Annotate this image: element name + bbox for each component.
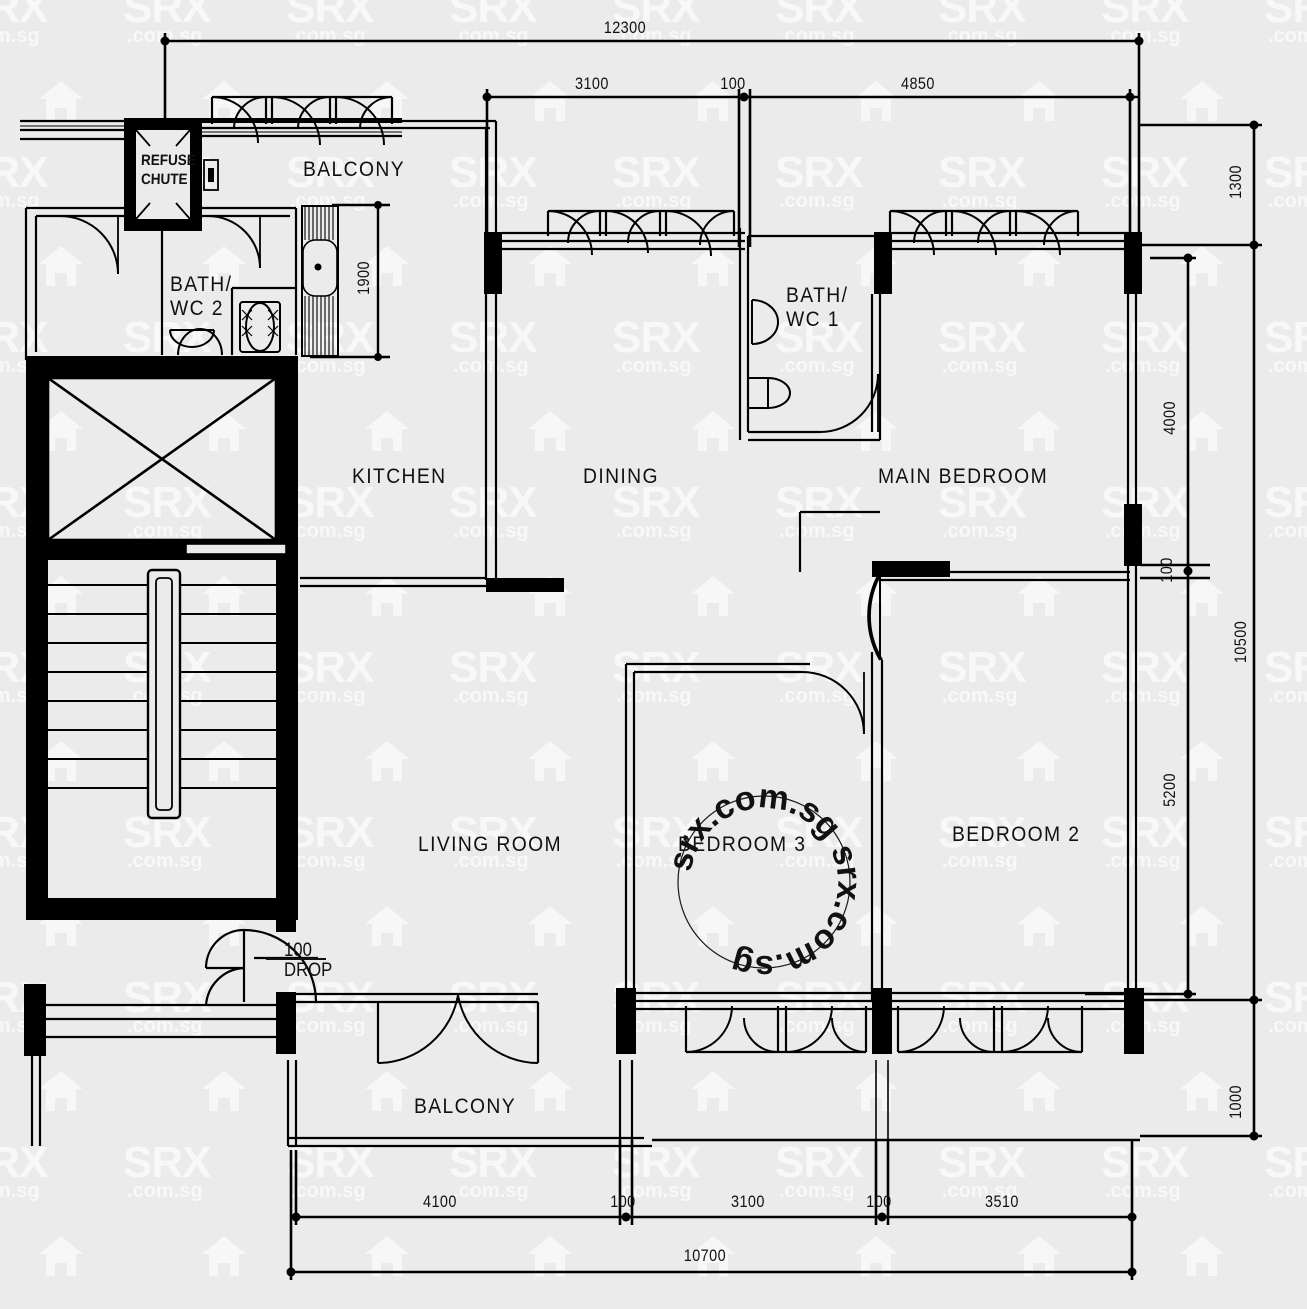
- dim-right-5200: 5200: [1159, 773, 1179, 807]
- dim-top-seg-100: 100: [720, 74, 746, 93]
- room-label-balcony-bottom: BALCONY: [414, 1095, 517, 1118]
- dim-bottom-4100: 4100: [422, 1192, 457, 1211]
- room-label-kitchen: KITCHEN: [352, 465, 447, 488]
- dim-bottom-overall: 10700: [683, 1246, 727, 1265]
- dining-window-band: [484, 209, 745, 294]
- bottom-window-bands: [616, 988, 1144, 1146]
- drop-label: DROP: [284, 960, 333, 981]
- refuse-chute-label-line2: CHUTE: [140, 171, 188, 188]
- room-label-bath-wc-2-line1: BATH/: [170, 273, 233, 296]
- kitchen-counter: [301, 205, 339, 357]
- room-label-bath-wc-1-line1: BATH/: [786, 284, 849, 307]
- balcony-top-return: [402, 119, 498, 590]
- dim-bottom-100-a: 100: [610, 1192, 636, 1211]
- drop-divider-rule: [266, 958, 326, 960]
- lift-and-stair-core: [26, 356, 298, 920]
- kitchen-hob: [239, 301, 281, 353]
- dim-top-seg-3100: 3100: [574, 74, 609, 93]
- corridor-lower-left: [24, 984, 290, 1146]
- room-label-dining: DINING: [583, 465, 659, 488]
- room-label-main-bedroom: MAIN BEDROOM: [878, 465, 1049, 488]
- dim-right-1000: 1000: [1225, 1085, 1245, 1119]
- refuse-chute-label-line1: REFUSE: [140, 152, 197, 169]
- dim-bottom-3100: 3100: [730, 1192, 765, 1211]
- room-label-bedroom-3: BEDROOM 3: [678, 833, 807, 856]
- drop-value-label: 100: [284, 940, 312, 961]
- dim-right-1300: 1300: [1225, 165, 1245, 199]
- dim-top-seg-4850: 4850: [900, 74, 935, 93]
- dim-bottom-3510: 3510: [984, 1192, 1019, 1211]
- room-label-bath-wc-2-line2: WC 2: [170, 297, 224, 320]
- dim-kitchen-1900: 1900: [353, 261, 373, 295]
- room-label-bedroom-2: BEDROOM 2: [952, 823, 1081, 846]
- bath-wc-2-walls: [24, 206, 298, 360]
- room-label-bath-wc-1-line2: WC 1: [786, 308, 840, 331]
- lower-wall-and-balcony: [276, 992, 652, 1148]
- main-bedroom-walls: [798, 209, 1142, 1000]
- dimension-bottom-segments: [294, 1140, 1134, 1280]
- room-label-balcony-top: BALCONY: [303, 158, 406, 181]
- dim-right-overall: 10500: [1230, 620, 1250, 664]
- dim-bottom-100-b: 100: [866, 1192, 892, 1211]
- corridor-rails-top-left: [20, 119, 125, 141]
- room-label-living-room: LIVING ROOM: [418, 833, 563, 856]
- dimension-right-overall: [1140, 123, 1262, 1138]
- dim-right-100: 100: [1156, 557, 1176, 583]
- dim-top-overall: 12300: [603, 18, 647, 37]
- dimension-top-overall: [163, 33, 1141, 245]
- refuse-chute-box: [124, 118, 219, 231]
- dim-right-4000: 4000: [1159, 401, 1179, 435]
